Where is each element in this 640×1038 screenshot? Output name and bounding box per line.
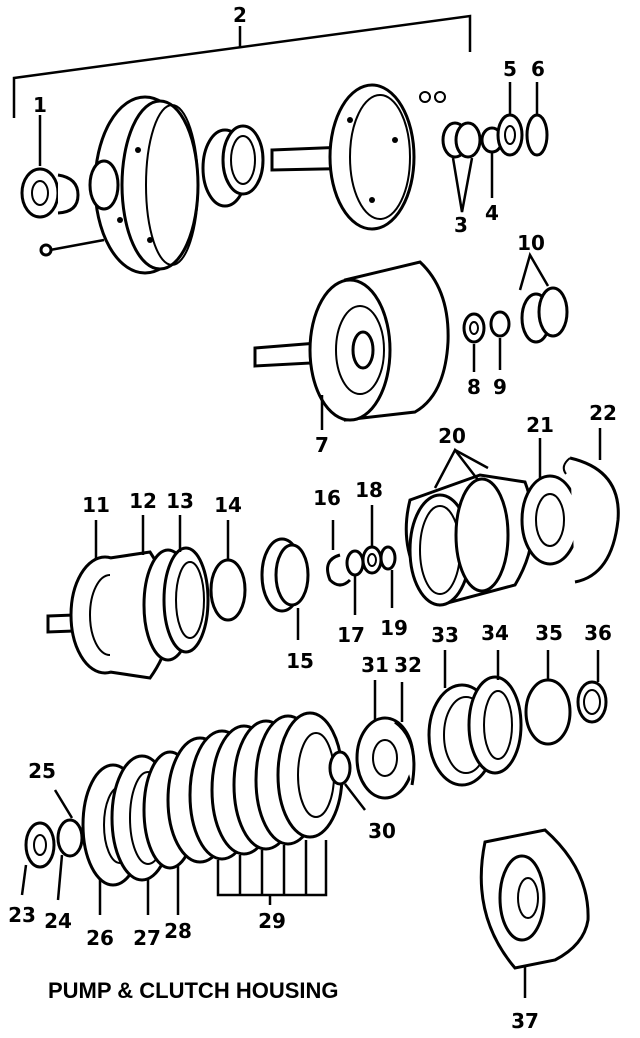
clutch-plates-assembly [20,650,608,998]
callout-22: 22 [589,401,617,425]
callout-15: 15 [286,649,314,673]
callout-36: 36 [584,621,612,645]
callout-18: 18 [355,478,383,502]
diagram-title: PUMP & CLUTCH HOUSING [48,978,339,1003]
callout-11: 11 [82,493,110,517]
callout-31: 31 [361,653,389,677]
callout-27: 27 [133,926,161,950]
callout-26: 26 [86,926,114,950]
callout-19: 19 [380,616,408,640]
callout-21: 21 [526,413,554,437]
callout-8: 8 [467,375,481,399]
callout-23: 23 [8,903,36,927]
callout-1: 1 [33,93,47,117]
callout-13: 13 [166,489,194,513]
callout-24: 24 [44,909,72,933]
callout-29: 29 [258,909,286,933]
callout-17: 17 [337,623,365,647]
callout-30: 30 [368,819,396,843]
callout-9: 9 [493,375,507,399]
callout-4: 4 [485,201,499,225]
callout-32: 32 [394,653,422,677]
input-drum-assembly [253,251,569,430]
callout-28: 28 [164,919,192,943]
callout-35: 35 [535,621,563,645]
callout-33: 33 [431,623,459,647]
callout-labels: 1 2 3 4 5 6 7 8 9 10 11 12 13 14 15 16 1… [8,3,617,1033]
callout-25: 25 [28,759,56,783]
clutch-drum-assembly [46,428,620,680]
callout-16: 16 [313,486,341,510]
callout-2: 2 [233,3,247,27]
callout-10: 10 [517,231,545,255]
callout-7: 7 [315,433,329,457]
callout-34: 34 [481,621,509,645]
callout-37: 37 [511,1009,539,1033]
callout-6: 6 [531,57,545,81]
pump-assembly [12,14,549,275]
callout-5: 5 [503,57,517,81]
callout-3: 3 [454,213,468,237]
callout-20: 20 [438,424,466,448]
callout-12: 12 [129,489,157,513]
callout-14: 14 [214,493,242,517]
